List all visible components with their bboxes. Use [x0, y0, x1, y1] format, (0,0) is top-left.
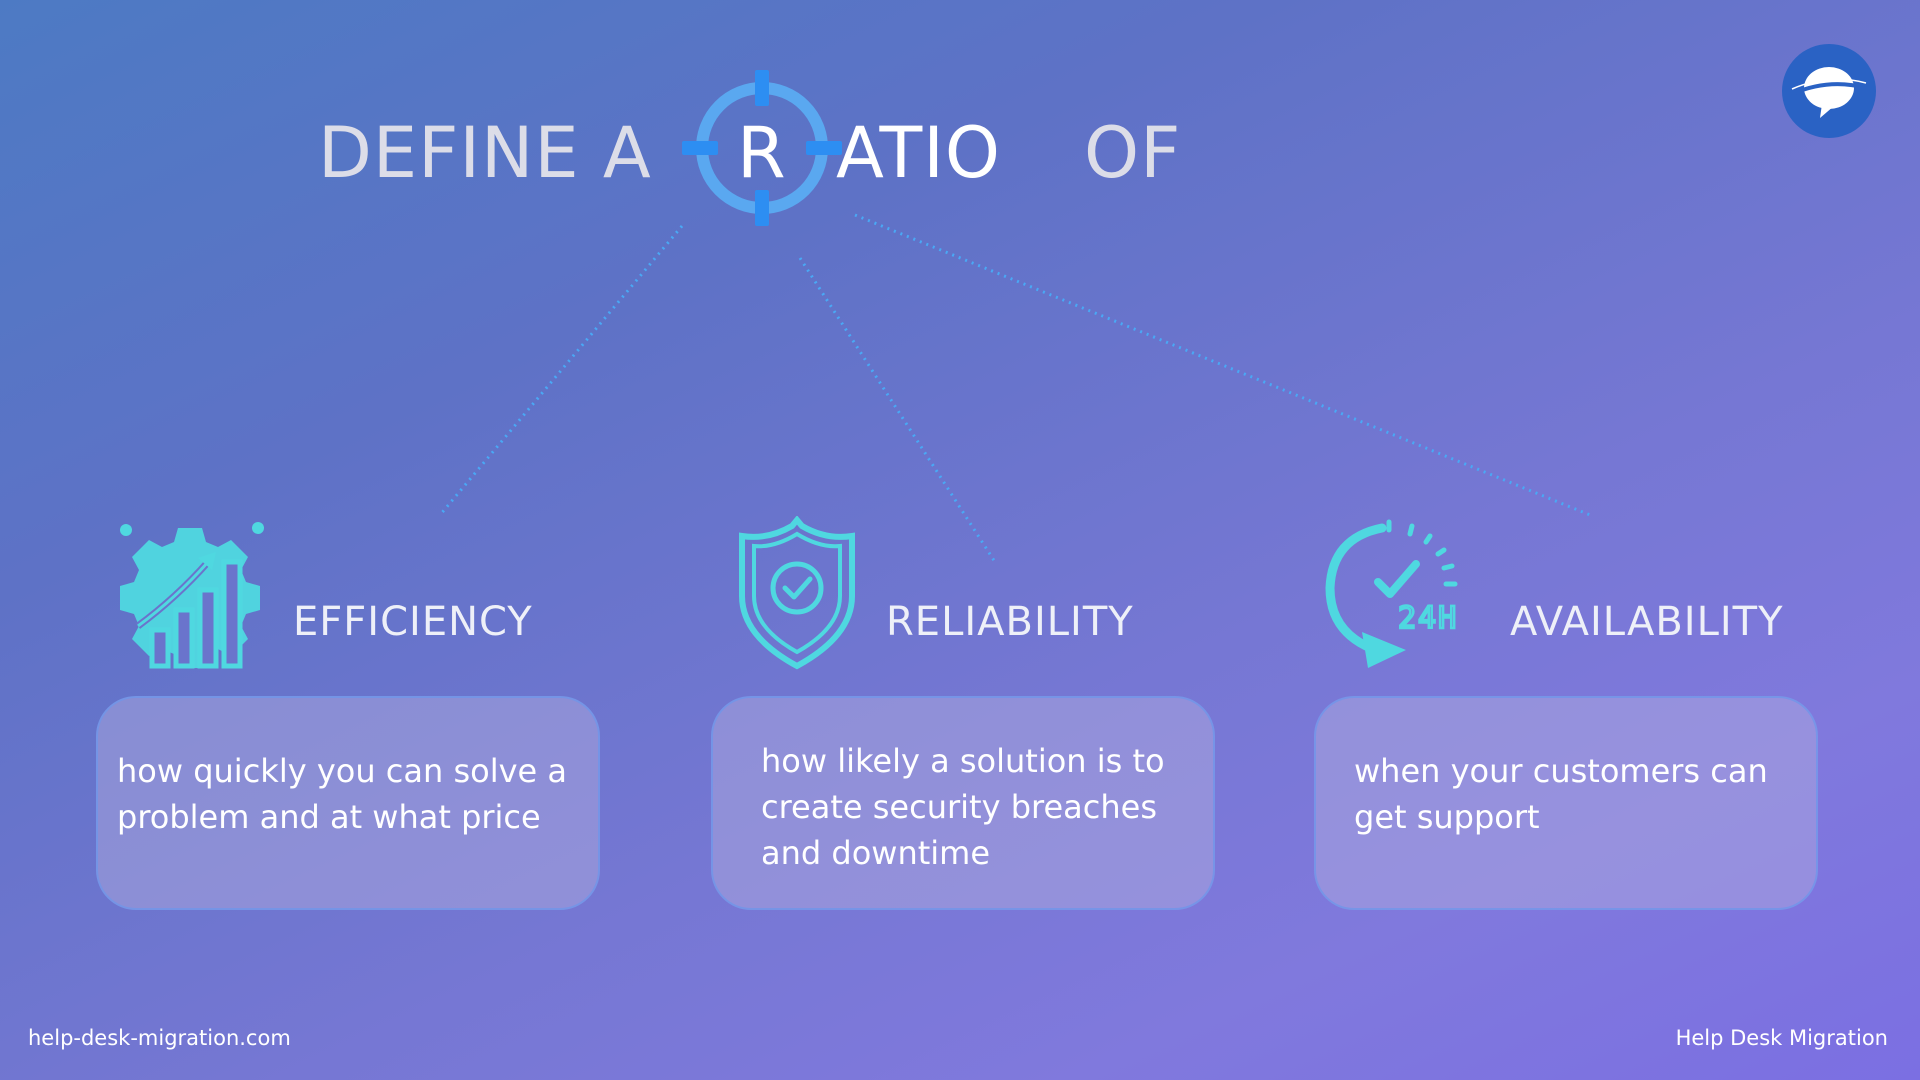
title-part-1: DEFINE A	[318, 112, 652, 194]
title-part-2: ATIO	[836, 112, 1001, 194]
reliability-heading: RELIABILITY	[886, 599, 1134, 645]
availability-card: when your customers can get support	[1314, 696, 1818, 910]
reliability-card: how likely a solution is to create secur…	[711, 696, 1215, 910]
connector-line-efficiency	[438, 225, 684, 516]
icon-24h-text: 24H	[1398, 601, 1458, 636]
availability-heading: AVAILABILITY	[1510, 599, 1784, 645]
efficiency-card: how quickly you can solve a problem and …	[96, 696, 600, 910]
title-part-3: OF	[1084, 112, 1182, 194]
logo-icon	[1782, 44, 1876, 138]
title-r-letter: R	[737, 112, 787, 194]
target-icon	[682, 70, 842, 226]
footer-brand: Help Desk Migration	[1675, 1026, 1888, 1050]
gear-chart-icon	[120, 522, 264, 669]
availability-description: when your customers can get support	[1354, 752, 1768, 836]
reliability-description: how likely a solution is to create secur…	[761, 742, 1165, 872]
efficiency-heading: EFFICIENCY	[293, 599, 533, 645]
footer-website: help-desk-migration.com	[28, 1026, 291, 1050]
shield-check-icon	[739, 516, 855, 670]
connector-line-availability	[854, 213, 1591, 517]
efficiency-description: how quickly you can solve a problem and …	[117, 752, 567, 836]
clock-24h-icon: 24H	[1325, 519, 1458, 668]
